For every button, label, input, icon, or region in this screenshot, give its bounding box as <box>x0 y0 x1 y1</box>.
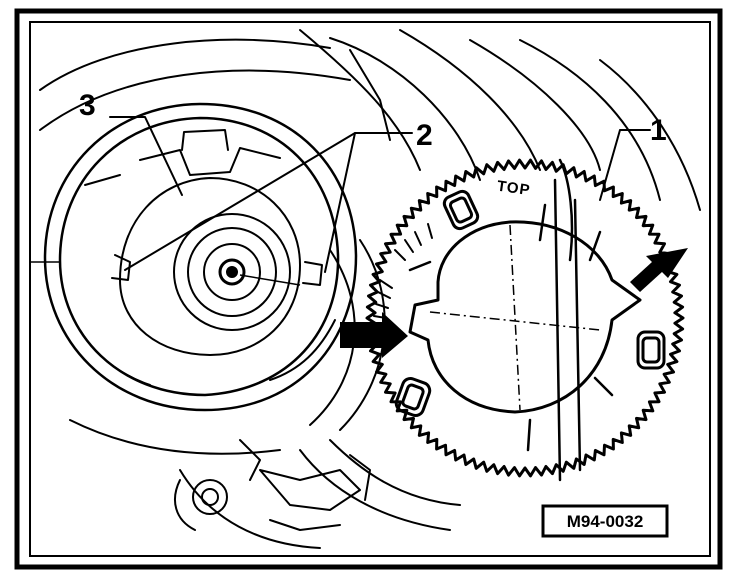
center-hub <box>173 213 291 331</box>
leader-3 <box>109 116 183 196</box>
leader-1 <box>599 129 651 201</box>
reference-code-box: M94-0032 <box>541 504 669 538</box>
leader-2b <box>324 132 356 273</box>
callout-label-2: 2 <box>416 119 433 152</box>
frame-outer <box>14 8 723 570</box>
disc-inner-cutout <box>408 220 642 414</box>
disc-scale-marks <box>371 223 433 330</box>
callout-label-3: 3 <box>79 89 96 122</box>
disc-top-label: TOP <box>496 178 532 200</box>
disc-serrated-edge <box>365 158 685 478</box>
callout-label-1: 1 <box>650 114 667 147</box>
left-pulley-assembly <box>43 102 358 412</box>
disc-center-lines <box>429 224 601 411</box>
arrow-right-icon <box>630 248 688 292</box>
timing-disc: TOP <box>365 158 685 482</box>
shaft-axis <box>30 261 301 286</box>
arrow-left-icon <box>340 312 408 358</box>
housing-background <box>39 29 701 549</box>
disc-slots <box>408 158 614 482</box>
component-3-body <box>79 129 336 386</box>
reference-code-text: M94-0032 <box>567 512 644 531</box>
callout-leaders <box>109 116 651 273</box>
outer-housing-ring <box>43 102 358 412</box>
disc-bolt-holes <box>394 189 666 418</box>
frame-inner <box>29 21 711 557</box>
housing-lower-details <box>174 439 371 531</box>
marking-arrows <box>340 248 688 358</box>
